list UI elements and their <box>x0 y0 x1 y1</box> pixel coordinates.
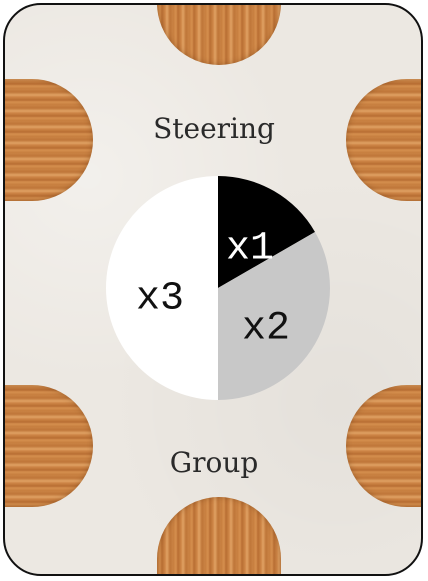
pie-label-x2: x2 <box>242 307 290 352</box>
ratio-pie-svg: x1 x2 x3 <box>104 174 332 402</box>
group-label: Group <box>0 446 428 479</box>
ratio-pie: x1 x2 x3 <box>104 174 332 402</box>
wood-slot-top <box>157 3 281 65</box>
steering-label: Steering <box>0 112 428 145</box>
wood-slot-bottom <box>157 497 281 576</box>
pie-label-x1: x1 <box>226 227 274 272</box>
pie-label-x3: x3 <box>136 277 184 322</box>
